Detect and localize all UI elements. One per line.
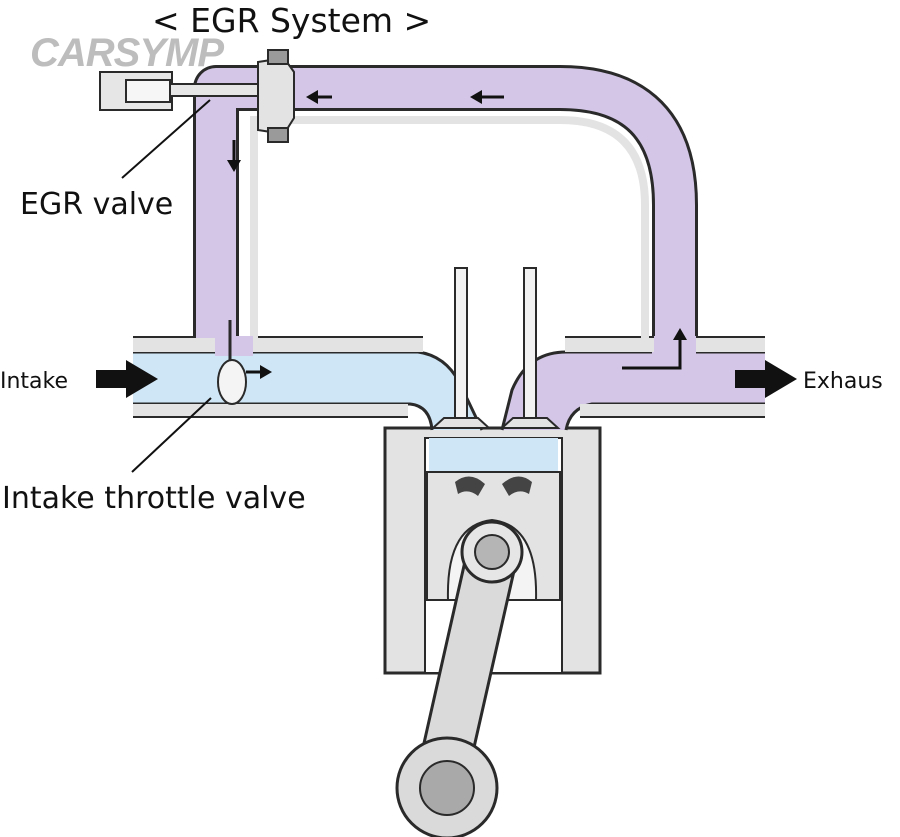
throttle-arrow-right — [246, 365, 272, 379]
egr-arrow-left-2 — [306, 90, 332, 104]
combustion-chamber — [429, 438, 558, 471]
egr-flow-arrows — [227, 90, 687, 379]
egr-pipe — [193, 65, 698, 356]
exhaust-valve — [499, 267, 561, 429]
exhaust-arrow — [735, 360, 797, 398]
intake-manifold — [133, 336, 484, 431]
egr-valve-leader-line — [121, 99, 211, 179]
throttle-valve-leader-line — [131, 397, 212, 473]
egr-valve-label: EGR valve — [20, 187, 173, 222]
exhaust-manifold — [500, 336, 765, 431]
diagram-title: < EGR System > — [152, 1, 431, 40]
egr-arrow-up-exhaust — [622, 328, 687, 370]
throttle-valve-label: Intake throttle valve — [2, 481, 306, 516]
watermark-brand: CARSYMP — [30, 31, 224, 75]
exhaust-label: Exhaus — [803, 369, 883, 394]
intake-arrow — [96, 360, 158, 398]
connecting-rod — [395, 520, 524, 837]
egr-valve — [99, 49, 295, 143]
throttle-valve — [217, 320, 247, 405]
intake-valve — [430, 267, 492, 429]
intake-label: Intake — [0, 369, 68, 394]
egr-arrow-down — [227, 140, 241, 172]
egr-arrow-left-1 — [470, 90, 504, 104]
